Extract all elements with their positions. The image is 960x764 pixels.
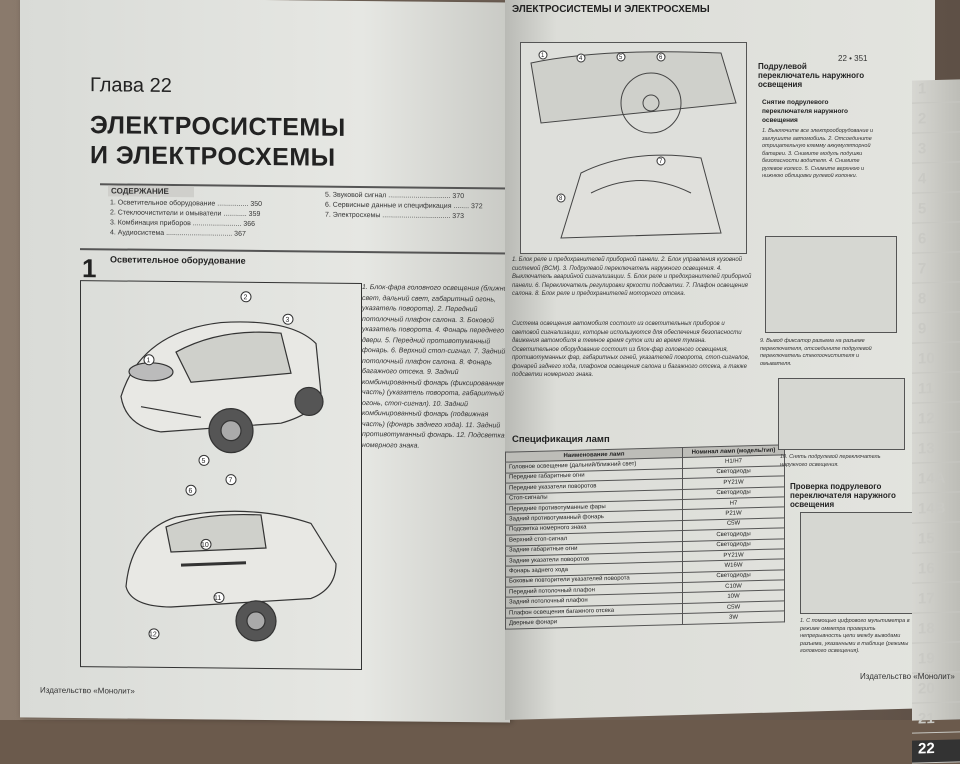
section-divider [80,248,520,255]
svg-text:12: 12 [149,631,157,638]
chapter-title-line1: ЭЛЕКТРОСИСТЕМЫ [90,111,346,142]
chapter-title: ЭЛЕКТРОСИСТЕМЫ И ЭЛЕКТРОСХЕМЫ [90,110,346,173]
svg-text:7: 7 [229,477,233,484]
thumb-tab[interactable]: 18 [912,619,960,644]
right-footer: Издательство «Монолит» [860,672,955,681]
section-title: Осветительное оборудование [110,254,246,266]
lamp-type-cell: 3W [682,611,785,625]
removal-steps: 1. Выключите все электрооборудование и з… [762,128,874,179]
thumb-tab[interactable]: 14B [912,499,960,524]
figure-caption: 1. Блок-фара головного освещения (ближни… [362,284,512,450]
stalk-switch-figure [778,378,905,450]
thumb-tab[interactable]: 22 [912,739,960,764]
svg-text:3: 3 [286,317,290,324]
front-car-drawing [120,321,324,454]
svg-text:5: 5 [619,55,623,61]
svg-text:1: 1 [147,357,151,364]
thumb-tab[interactable]: 7 [912,259,960,284]
svg-text:2: 2 [244,294,248,301]
svg-text:11: 11 [214,595,221,602]
thumb-tab[interactable]: 19 [912,649,960,674]
thumb-tab[interactable]: 1 [912,79,960,104]
svg-text:6: 6 [659,55,663,61]
left-footer: Издательство «Монолит» [40,685,135,696]
thumb-tab[interactable]: 4 [912,169,960,194]
thumb-tab[interactable]: 14A [912,469,960,494]
svg-text:1: 1 [541,53,545,59]
multimeter-figure [800,512,917,614]
thumb-tab[interactable]: 10 [912,349,960,374]
contents-box: СОДЕРЖАНИЕ 1. Осветительное оборудование… [100,183,515,242]
thumb-tab[interactable]: 3 [912,139,960,164]
switch-connector-figure [765,236,897,333]
thumb-tab[interactable]: 6 [912,229,960,254]
thumb-tab[interactable]: 5 [912,199,960,224]
dashboard-caption: 1. Блок реле и предохранителей приборной… [512,257,752,297]
toc-right: 5. Звуковой сигнал .....................… [325,191,483,223]
body-paragraph: Система освещения автомобиля состоит из … [512,321,750,378]
dashboard-illustration: 1 4 5 6 7 8 [530,50,737,239]
thumb-tab[interactable]: 16 [912,559,960,584]
svg-text:7: 7 [659,159,663,165]
thumb-tab[interactable]: 21 [912,709,960,734]
left-page: Глава 22 ЭЛЕКТРОСИСТЕМЫ И ЭЛЕКТРОСХЕМЫ С… [20,0,520,723]
thumb-tab[interactable]: 12 [912,409,960,434]
lamp-spec-table: Наименование ламп Номинал ламп (модель/т… [505,444,785,629]
thumb-tab[interactable]: 8 [912,289,960,314]
thumb-tab[interactable]: 2 [912,109,960,134]
running-header: ЭЛЕКТРОСИСТЕМЫ И ЭЛЕКТРОСХЕМЫ [512,4,710,15]
callout-numbers: 2 3 1 5 6 7 10 11 12 [143,291,294,640]
car-illustration: 2 3 1 5 6 7 10 11 12 [120,291,337,642]
side-section-title: Подрулевой переключатель наружного освещ… [758,62,865,89]
rear-car-drawing [125,510,337,642]
table-body: Головное освещение (дальний/ближний свет… [505,455,785,629]
check-step: 1. С помощью цифрового мультиметра в реж… [800,618,910,654]
spec-title: Спецификация ламп [512,434,610,445]
thumb-tab[interactable]: 20 [912,679,960,704]
svg-text:10: 10 [201,542,209,549]
thumb-tab[interactable]: 17 [912,589,960,614]
svg-text:5: 5 [202,458,206,465]
thumb-tab[interactable]: 11 [912,379,960,404]
connector-step: 9. Вывод фиксатор разъема на разъеме пер… [760,338,872,367]
page-number: 22 • 351 [838,54,868,63]
final-step: 10. Снять подрулевой переключатель наруж… [780,454,881,468]
thumb-tab[interactable]: 13 [912,439,960,464]
side-subsection-title: Снятие подрулевого переключателя наружно… [762,99,849,124]
chapter-title-line2: И ЭЛЕКТРОСХЕМЫ [90,141,336,172]
check-section-title: Проверка подрулевого переключателя наруж… [790,482,896,509]
svg-text:6: 6 [189,488,193,495]
car-lighting-figure: 2 3 1 5 6 7 10 11 12 [80,280,362,671]
contents-label: СОДЕРЖАНИЕ [108,185,194,198]
thumb-tab[interactable]: 9 [912,319,960,344]
toc-item[interactable]: 7. Электросхемы ........................… [325,211,464,221]
chapter-label: Глава 22 [90,74,172,98]
svg-text:8: 8 [559,196,563,202]
dashboard-figure: 1 4 5 6 7 8 [520,42,747,254]
toc-left: 1. Осветительное оборудование ..........… [110,198,262,240]
toc-item[interactable]: 4. Аудиосистема ........................… [110,229,246,238]
thumb-tab[interactable]: 15 [912,529,960,554]
svg-text:4: 4 [579,56,583,62]
